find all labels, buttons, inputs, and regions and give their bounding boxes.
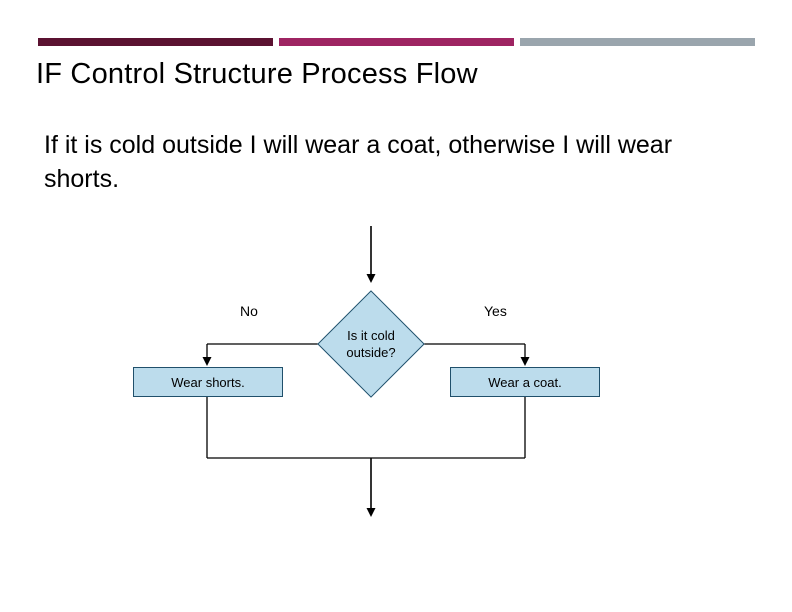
header-bar-magenta: [279, 38, 514, 46]
body-paragraph: If it is cold outside I will wear a coat…: [44, 131, 673, 193]
branch-label-yes: Yes: [484, 303, 507, 319]
decision-label: Is it cold outside?: [318, 284, 424, 404]
flowchart-node-wear-a-coat: Wear a coat.: [450, 367, 600, 397]
flowchart-node-label: Wear shorts.: [171, 374, 245, 390]
decision-label-line1: Is it cold: [347, 328, 395, 343]
flowchart-node-label: Wear a coat.: [488, 374, 562, 390]
page-title: IF Control Structure Process Flow: [36, 58, 478, 90]
decision-label-line2: outside?: [346, 345, 396, 360]
header-bar-dark: [38, 38, 273, 46]
flowchart-decision-node: Is it cold outside?: [317, 284, 425, 404]
header-bar-grey: [520, 38, 755, 46]
flowchart-node-wear-shorts: Wear shorts.: [133, 367, 283, 397]
branch-label-no: No: [240, 303, 258, 319]
